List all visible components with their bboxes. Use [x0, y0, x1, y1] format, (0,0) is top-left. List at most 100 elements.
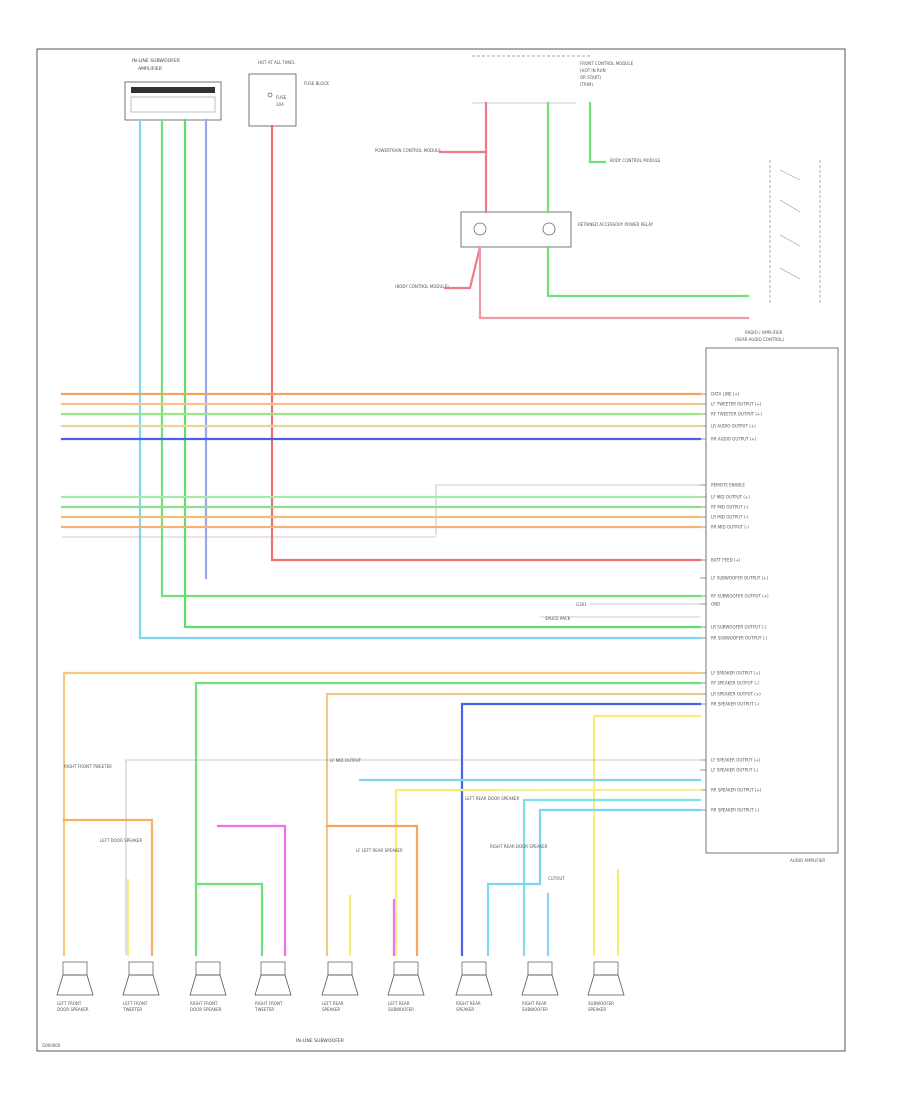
switch-stack: [769, 160, 821, 305]
speaker-label: LEFT FRONT: [123, 1001, 148, 1006]
amp-pin-label: LR SPEAKER OUTPUT (+): [711, 692, 761, 697]
amp-pin-label: GND: [711, 602, 720, 607]
body-control-label: BODY CONTROL MODULE: [610, 158, 661, 163]
fuse-block-box: [248, 73, 297, 127]
amp-pin-label: RF SUBWOOFER OUTPUT (+): [711, 594, 769, 599]
wire-lt-green: [160, 118, 702, 598]
speaker-label: RIGHT REAR: [522, 1001, 547, 1006]
speaker-label: SPEAKER: [456, 1007, 474, 1012]
amp-pin-label: LF SPEAKER OUTPUT (+): [711, 671, 761, 676]
wire-orange-spk: [62, 818, 154, 957]
speaker-icon: [455, 974, 493, 996]
powertrain-label: POWERTRAIN CONTROL MODULE: [375, 148, 441, 153]
rr-door-label: RIGHT REAR DOOR SPEAKER: [490, 844, 548, 849]
ground-label: G301: [576, 602, 587, 607]
amp-pin-label: LR MID OUTPUT (-): [711, 515, 749, 520]
speaker-icon: [189, 974, 227, 996]
amp-pin-label: LR AUDIO OUTPUT (+): [711, 424, 756, 429]
wire-cyan-lower: [522, 798, 702, 957]
speaker-label: TWEETER: [122, 1007, 142, 1012]
wire-tan-lower: [62, 671, 702, 957]
speaker-terminal: [393, 961, 419, 976]
splice-label: SPLICE PACK: [545, 616, 571, 621]
amp-pin-label: LF MID OUTPUT (+): [711, 495, 750, 500]
top-left-module-box: [124, 81, 222, 121]
speaker-label: SPEAKER: [322, 1007, 340, 1012]
speaker-label: SUBWOOFER: [588, 1001, 614, 1006]
speaker-icon: [122, 974, 160, 996]
speaker-label: SUBWOOFER: [522, 1007, 548, 1012]
speaker-label: TWEETER: [254, 1007, 274, 1012]
top-left-module-header: [131, 87, 215, 93]
amp-pin-label: RF MID OUTPUT (-): [711, 505, 749, 510]
amp-pin-label: LR SUBWOOFER OUTPUT (-): [711, 625, 767, 630]
front-control-module: FRONT CONTROL MODULE (HOT IN RUN OR STAR…: [472, 55, 634, 104]
amp-pin-label: RR SUBWOOFER OUTPUT (-): [711, 636, 768, 641]
amp-pin-label: DATA LINE (+): [711, 392, 740, 397]
speaker-label: RIGHT FRONT: [190, 1001, 218, 1006]
speaker-label: SPEAKER: [588, 1007, 606, 1012]
amp-pin-label: RF TWEETER OUTPUT (+): [711, 412, 762, 417]
lf-mid-label: LF MID OUTPUT: [330, 758, 362, 763]
lower-labels: RIGHT FRONT TWEETER LEFT DOOR SPEAKER LF…: [64, 602, 587, 881]
wire-magenta-spk: [216, 824, 287, 957]
speaker-label: DOOR SPEAKER: [57, 1007, 89, 1012]
top-left-module-subtitle: AMPLIFIER: [138, 66, 163, 72]
speaker-terminal: [327, 961, 353, 976]
speaker-terminal: [461, 961, 487, 976]
speaker-icon: [521, 974, 559, 996]
wire-relay-green-3: [588, 101, 607, 164]
speaker-icon: [254, 974, 292, 996]
radio-amplifier-box: [705, 347, 839, 854]
fuse-block-side-label: FUSE BLOCK: [304, 81, 329, 86]
speaker-terminal: [128, 961, 154, 976]
wire-yellow-lower: [592, 714, 702, 957]
speaker-terminal: [195, 961, 221, 976]
corner-id: G000000: [42, 1043, 61, 1048]
wire-cyan-lower-2: [486, 808, 702, 957]
relay-box: [460, 211, 572, 248]
fuse-rating: 10A: [276, 102, 284, 107]
amp-pin-labels: DATA LINE (+) LF TWEETER OUTPUT (+) RF TWE…: [700, 392, 769, 813]
amp-pin-label: LF TWEETER OUTPUT (+): [711, 402, 762, 407]
top-left-module-connector: [130, 96, 216, 113]
left-door-label: LEFT DOOR SPEAKER: [100, 838, 142, 843]
diagram-frame: [36, 48, 846, 1052]
rf-tweeter-label: RIGHT FRONT TWEETER: [64, 764, 112, 769]
speaker-label: RIGHT FRONT: [255, 1001, 283, 1006]
wire-tan-lower-2: [325, 692, 702, 957]
amp-pin-label: LF SPEAKER OUTPUT (+): [711, 758, 761, 763]
fuse-block: HOT AT ALL TIMES FUSE 10A FUSE BLOCK: [248, 60, 329, 127]
speaker-terminal: [527, 961, 553, 976]
bottom-caption: IN-LINE SUBWOOFER: [296, 1038, 345, 1044]
speaker-label: LEFT REAR: [322, 1001, 344, 1006]
wire-lt-blue: [138, 118, 702, 640]
radio-amplifier: RADIO / AMPLIFIER (REAR AUDIO CONTROL) A…: [700, 330, 839, 863]
amp-pin-label: RR SPEAKER OUTPUT (-): [711, 702, 760, 707]
amp-pin-label: LF SPEAKER OUTPUT (-): [711, 768, 759, 773]
speaker-terminal: [62, 961, 88, 976]
amp-pin-label: REMOTE ENABLE: [711, 483, 745, 488]
wire-green-lower: [194, 681, 702, 957]
wire-relay-pink-4: [478, 245, 750, 320]
cutoff-label: CUTOUT: [548, 876, 565, 881]
wire-orange-spk-2: [325, 824, 419, 957]
speaker-label: RIGHT REAR: [456, 1001, 481, 1006]
speaker-icon: [56, 974, 94, 996]
lr-door-label: LEFT REAR DOOR SPEAKER: [465, 796, 520, 801]
fuse-label: FUSE: [276, 95, 287, 100]
wire-relay-green-2: [546, 245, 750, 298]
speaker-icon: [321, 974, 359, 996]
retained-accessory-relay: RETAINED ACCESSORY POWER RELAY POWERTRAI…: [375, 148, 661, 289]
